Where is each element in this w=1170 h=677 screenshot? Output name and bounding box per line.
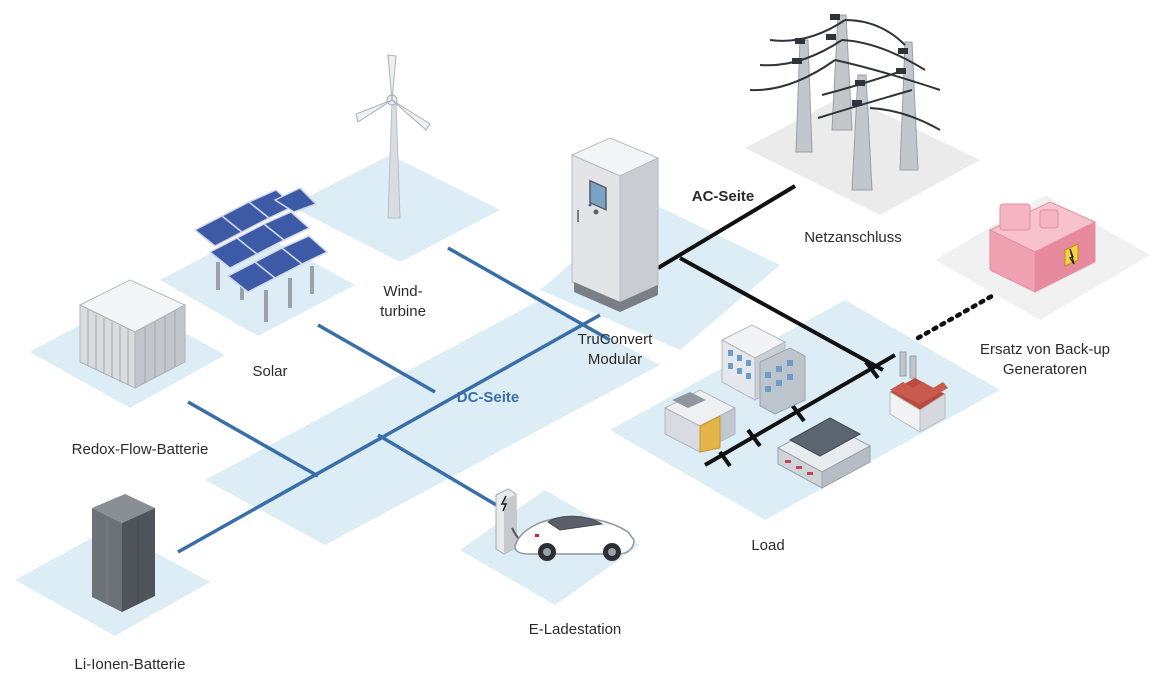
truconvert-cabinet-icon	[570, 137, 660, 312]
dc-charging-branch	[377, 433, 499, 508]
dc-redox-branch	[187, 400, 319, 478]
electric-car-icon	[514, 515, 635, 561]
office-building-icon	[720, 324, 806, 415]
li-ion-battery-icon	[92, 494, 155, 612]
label-redox-flow-battery: Redox-Flow-Batterie	[71, 441, 209, 458]
dc-solar-branch	[317, 323, 436, 394]
tile-dc-main	[205, 300, 660, 545]
label-grid-connection: Netzanschluss	[804, 229, 902, 246]
dc-wind-branch	[447, 246, 611, 342]
label-truconvert-line1: TruConvert	[577, 331, 653, 348]
solar-panel-icon	[193, 187, 329, 322]
ac-bus-tick-4	[718, 450, 732, 468]
office-building-icon-2	[776, 417, 872, 489]
tile-truconvert	[540, 200, 780, 350]
label-backup-generators: Ersatz von Back-up Generatoren	[955, 340, 1135, 380]
ac-cabling	[656, 184, 995, 468]
factory-icon	[889, 351, 948, 433]
power-pylon-icon	[749, 14, 941, 191]
ac-grid-line	[656, 184, 797, 270]
label-truconvert: TruConvert Modular	[560, 330, 670, 370]
ac-bus-tick-1	[746, 428, 762, 448]
label-load: Load	[751, 537, 785, 554]
ac-bus-tick-2	[790, 403, 806, 423]
label-wind-line1: Wind-	[383, 283, 423, 300]
label-li-ion-battery: Li-Ionen-Batterie	[74, 656, 186, 673]
label-wind-turbine: Wind- turbine	[360, 282, 446, 322]
label-backup-line1: Ersatz von Back-up	[979, 341, 1111, 358]
industrial-building-icon	[663, 389, 737, 453]
ac-load-trunk	[679, 256, 884, 372]
label-e-charging: E-Ladestation	[528, 621, 622, 638]
label-dc-side: DC-Seite	[456, 389, 520, 406]
dc-cabling	[177, 246, 611, 554]
label-truconvert-line2: Modular	[587, 351, 643, 368]
ac-backup-dotted	[915, 293, 995, 341]
redox-flow-battery-icon	[78, 279, 187, 389]
label-solar: Solar	[252, 363, 288, 380]
wind-turbine-icon	[355, 54, 431, 219]
ac-load-bus	[703, 353, 897, 467]
ac-bus-tick-3	[864, 360, 880, 380]
label-backup-line2: Generatoren	[1002, 361, 1088, 378]
label-wind-line2: turbine	[380, 303, 426, 320]
generator-icon	[988, 201, 1097, 293]
dc-trunk	[177, 313, 601, 554]
label-ac-side: AC-Seite	[691, 188, 755, 205]
